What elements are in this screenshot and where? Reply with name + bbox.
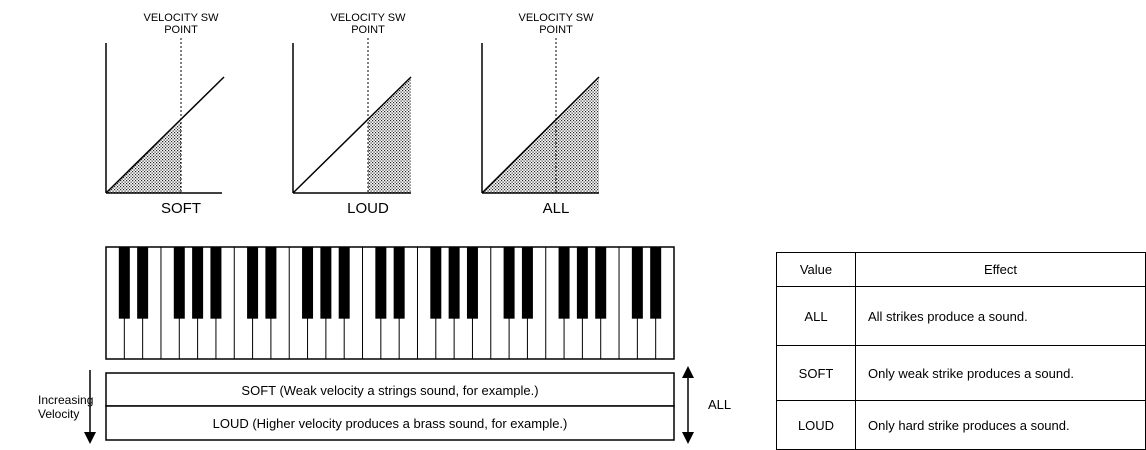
graph-soft-velocity-line [105, 76, 225, 194]
table-row: ALL All strikes produce a sound. [776, 286, 1146, 346]
black-key [448, 247, 460, 319]
velocity-bands: SOFT (Weak velocity a strings sound, for… [105, 372, 675, 441]
black-key [521, 247, 533, 319]
black-key [173, 247, 185, 319]
table-cell-effect: Only hard strike produces a sound. [855, 400, 1146, 450]
soft-band-label: SOFT (Weak velocity a strings sound, for… [241, 383, 538, 398]
black-key [650, 247, 662, 319]
increasing-velocity-label-line2: Velocity [38, 407, 79, 421]
graph-all-velocity-line [481, 76, 600, 194]
table-header-value: Value [776, 252, 856, 287]
black-key [576, 247, 588, 319]
increasing-velocity-label-line1: Increasing [38, 393, 93, 407]
keyboard-frame [105, 246, 675, 360]
graph-loud-label: LOUD [347, 200, 389, 217]
black-key [375, 247, 387, 319]
black-key [595, 247, 607, 319]
graph-all-header-line1: VELOCITY SW [519, 12, 595, 24]
graph-loud-velocity-line [292, 76, 412, 194]
graph-loud-header-line2: POINT [351, 24, 385, 36]
black-key [631, 247, 643, 319]
graph-soft: VELOCITY SW POINT SOFT [105, 12, 225, 217]
graph-soft-label: SOFT [161, 200, 201, 217]
loud-band-label: LOUD (Higher velocity produces a brass s… [213, 416, 568, 431]
black-key [558, 247, 570, 319]
graph-loud-shaded-area [368, 77, 411, 193]
graph-soft-header-line2: POINT [164, 24, 198, 36]
black-key [137, 247, 149, 319]
all-range-label: ALL [708, 397, 731, 412]
black-key [247, 247, 259, 319]
black-key [192, 247, 204, 319]
black-key [210, 247, 222, 319]
table-header-row: Value Effect [776, 252, 1146, 287]
all-range-indicator: ALL [682, 366, 731, 444]
black-key [430, 247, 442, 319]
black-key [466, 247, 478, 319]
table-cell-value: LOUD [776, 400, 856, 450]
graph-loud: VELOCITY SW POINT LOUD [292, 12, 412, 217]
value-effect-table: Value Effect ALL All strikes produce a s… [776, 252, 1146, 450]
black-key [302, 247, 314, 319]
black-key [338, 247, 350, 319]
graph-soft-header-line1: VELOCITY SW [144, 12, 220, 24]
table-row: LOUD Only hard strike produces a sound. [776, 400, 1146, 450]
black-key [118, 247, 130, 319]
piano-keyboard [105, 246, 675, 360]
soft-band [105, 372, 675, 407]
graph-all: VELOCITY SW POINT ALL [481, 12, 600, 217]
graph-loud-header-line1: VELOCITY SW [331, 12, 407, 24]
table-cell-effect: Only weak strike produces a sound. [855, 345, 1146, 401]
table-cell-value: ALL [776, 286, 856, 346]
table-row: SOFT Only weak strike produces a sound. [776, 345, 1146, 401]
graph-all-header-line2: POINT [539, 24, 573, 36]
black-key [320, 247, 332, 319]
graph-all-label: ALL [543, 200, 570, 217]
increasing-velocity-indicator: Increasing Velocity [38, 370, 96, 444]
black-key [503, 247, 515, 319]
loud-band [105, 405, 675, 441]
table-header-effect: Effect [855, 252, 1146, 287]
table-cell-value: SOFT [776, 345, 856, 401]
black-key [393, 247, 405, 319]
table-cell-effect: All strikes produce a sound. [855, 286, 1146, 346]
black-key [265, 247, 277, 319]
